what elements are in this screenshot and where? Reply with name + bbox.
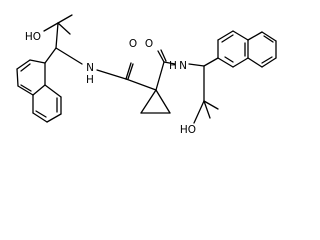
cyclopropane <box>140 89 171 114</box>
amide-nitrogen-label-left: N <box>86 62 94 74</box>
hydroxyl-label-right: HO <box>180 124 196 136</box>
left-naphthalene <box>16 59 62 123</box>
atom-labels: HO N H O O N H HO <box>25 31 196 136</box>
right-half <box>155 49 219 124</box>
amide-nitrogen-label-right: N <box>179 60 187 72</box>
chemical-structure: HO N H O O N H HO <box>16 14 277 136</box>
carbonyl-oxygen-label-left: O <box>129 38 137 50</box>
amide-hydrogen-label-right: H <box>169 60 177 72</box>
left-half <box>43 14 157 91</box>
hydroxyl-label-left: HO <box>25 31 41 43</box>
right-naphthalene <box>217 30 277 68</box>
carbonyl-oxygen-label-right: O <box>145 38 153 50</box>
amide-hydrogen-label-left: H <box>86 74 94 86</box>
